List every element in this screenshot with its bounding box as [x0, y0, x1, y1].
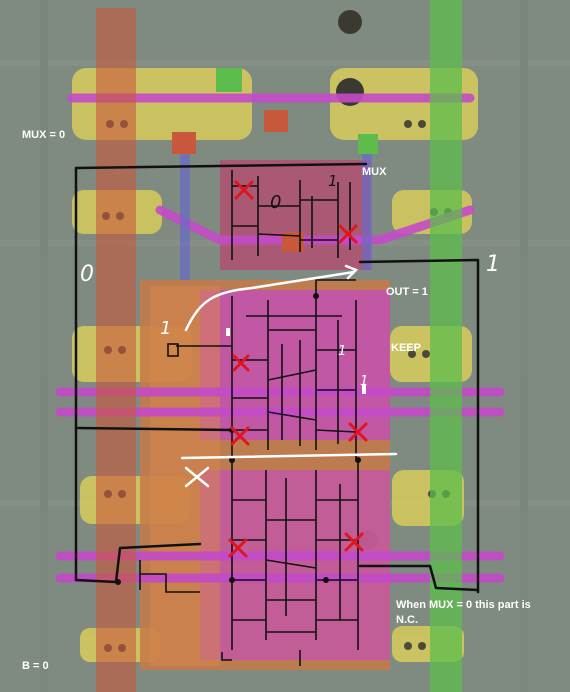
- wire-top-horizontal: [74, 162, 368, 170]
- white-ticks: [226, 328, 366, 394]
- white-arrow-path: [184, 270, 356, 332]
- wire-right-loop: [358, 258, 480, 594]
- hand-keep-one-a: 1: [338, 344, 347, 359]
- transistor-schematic: [139, 170, 359, 666]
- red-x-3: [232, 354, 250, 372]
- hand-mux-one: 1: [328, 172, 338, 190]
- label-keep: KEEP: [391, 342, 421, 354]
- hand-left-zero: 0: [80, 262, 94, 287]
- red-x-marks: [228, 180, 368, 558]
- red-x-7: [344, 532, 364, 552]
- pad-red-mux: [282, 232, 304, 252]
- white-arrowhead: [344, 264, 359, 280]
- red-x-1: [234, 180, 254, 200]
- pad-red-left: [172, 132, 196, 154]
- white-x-mark: [184, 466, 210, 488]
- pad-green-mux: [358, 134, 378, 154]
- poly-bar-left: [96, 8, 136, 692]
- wire-bottom-right: [358, 564, 480, 592]
- hand-keep-one-b: 1: [360, 374, 369, 389]
- via-strips: [180, 150, 372, 280]
- label-b-eq: B = 0: [22, 660, 49, 672]
- red-x-4: [230, 426, 250, 446]
- wire-left-to-keep: [74, 426, 234, 432]
- pad-red-mid: [264, 110, 288, 132]
- red-x-2: [338, 224, 358, 244]
- note-nc: When MUX = 0 this part is N.C.: [396, 599, 531, 626]
- label-out-eq: OUT = 1: [386, 286, 428, 298]
- metal-bar-right: [430, 0, 462, 692]
- red-x-6: [228, 538, 248, 558]
- hand-mux-zero: 0: [270, 192, 282, 213]
- white-cut-line: [180, 452, 398, 460]
- label-mux: MUX: [362, 166, 387, 178]
- pad-green-top: [216, 68, 242, 92]
- hand-right-one: 1: [486, 252, 500, 277]
- hand-input-one: 1: [160, 318, 172, 339]
- white-wires: [180, 264, 398, 488]
- label-mux-eq: MUX = 0: [22, 129, 66, 141]
- black-wires: [74, 162, 480, 594]
- red-x-5: [348, 422, 368, 442]
- wire-bottom-left: [74, 542, 202, 584]
